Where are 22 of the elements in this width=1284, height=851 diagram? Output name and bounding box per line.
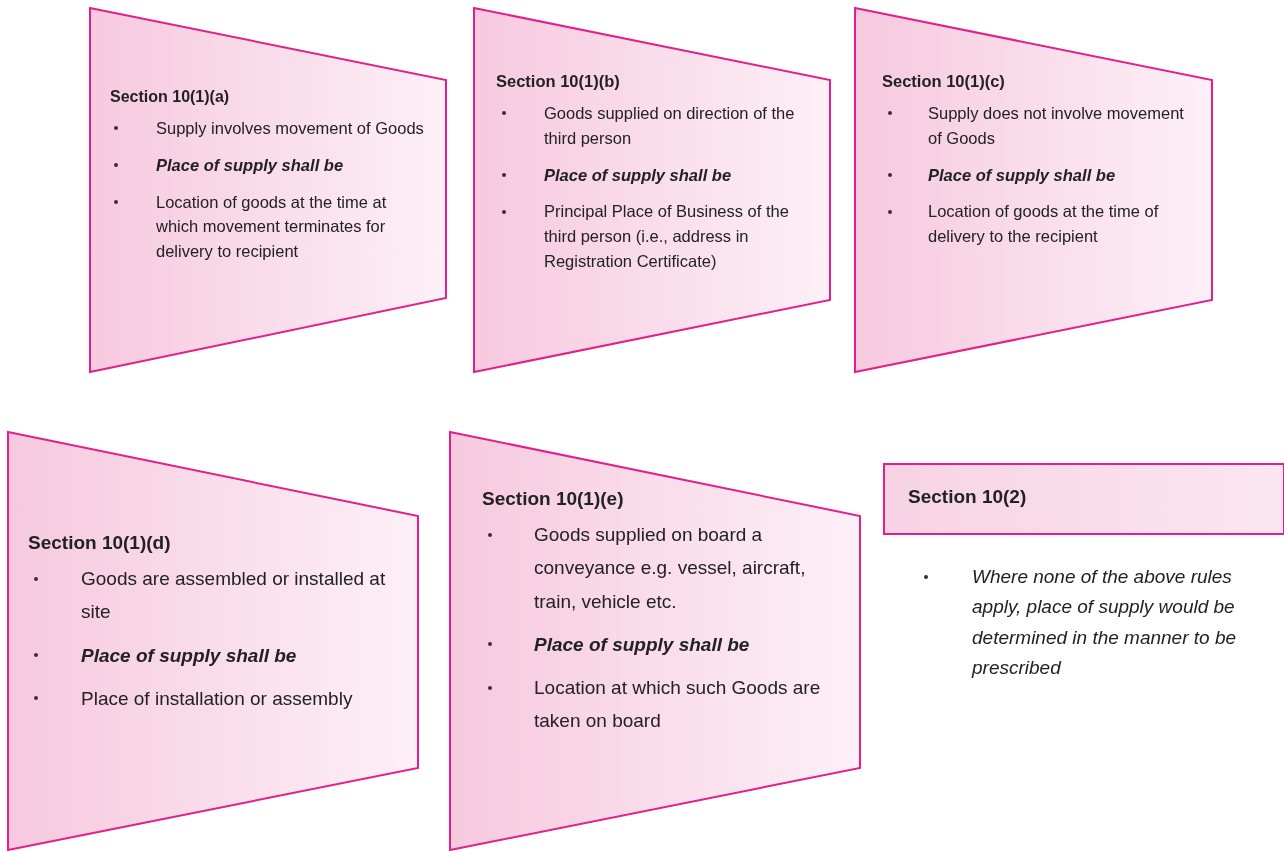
bullet-text: Place of supply shall be [928,164,1117,186]
bullet-text: Principal Place of Business of the third person (i.e., address in Registration Certificate) [544,201,790,272]
bullet-text: Location at which such Goods are taken on board [534,676,822,734]
bullet-text: Goods are assembled or installed at site [81,567,387,625]
bullet-text: Place of supply shall be [534,632,751,657]
bullet-text: Place of supply shall be [544,164,733,186]
bullet-text: Where none of the above rules apply, place of supply would be determined in the manner to be prescribed [972,565,1238,681]
bullet-text: Supply involves movement of Goods [156,118,425,139]
bullet-text: Place of supply shall be [156,154,345,176]
bullet-text: Goods supplied on direction of the third person [544,103,796,149]
section-heading: Section 10(1)(b) [496,72,621,91]
section-heading: Section 10(2) [908,486,1028,508]
bullet-text: Place of supply shall be [81,643,298,668]
bullet-text: Place of installation or assembly [81,686,354,711]
section-heading: Section 10(1)(a) [110,88,231,106]
bullet-text: Goods supplied on board a conveyance e.g. vessel, aircraft, train, vehicle etc. [534,523,807,614]
section-heading: Section 10(1)(d) [28,532,172,554]
bullet-text: Location of goods at the time of delivery to the recipient [928,201,1160,247]
bullet-text: Supply does not involve movement of Goods [928,103,1185,149]
section-heading: Section 10(1)(e) [482,488,625,510]
section-heading: Section 10(1)(c) [882,72,1006,91]
bullet-text: Location of goods at the time at which movement terminates for delivery to recipient [156,191,388,262]
